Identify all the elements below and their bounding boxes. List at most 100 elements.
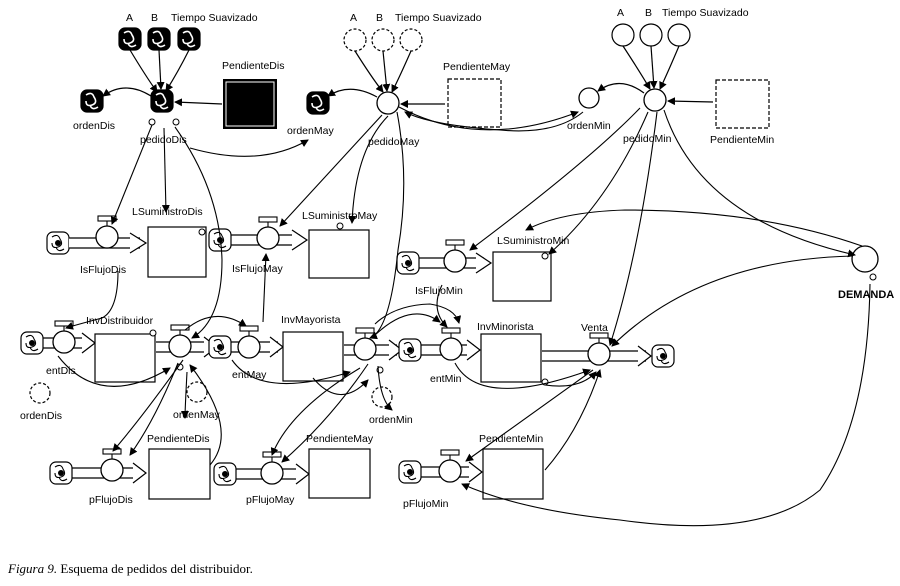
label-ent-min: entMin [430, 373, 462, 385]
label-b-dis: B [151, 12, 158, 24]
salida-may-valve-icon [353, 327, 377, 361]
label-b-may: B [376, 12, 383, 24]
inv-mayorista-stock [282, 331, 344, 382]
pendiente-may-stock [308, 448, 371, 499]
minorista-order-group: A B Tiempo Suavizado ordenMin pedidoMin … [567, 7, 774, 146]
isflujo-dis-source-icon [46, 231, 70, 255]
label-tiempo-min: Tiempo Suavizado [662, 7, 749, 19]
aux-b-dis-icon [147, 27, 171, 51]
venta-valve-icon [587, 332, 611, 366]
aux-b-may [371, 28, 395, 52]
label-a-dis: A [126, 12, 133, 24]
label-pendiente-dis-top: PendienteDis [222, 60, 284, 72]
isflujo-may-valve-icon [256, 216, 280, 250]
aux-b-min [639, 23, 663, 47]
pflujo-min-source-icon [398, 460, 422, 484]
label-pedido-dis: pedidoDis [140, 134, 187, 146]
figure-caption: Figura 9. Esquema de pedidos del distrib… [8, 561, 253, 577]
lsuministro-may-stock [308, 229, 370, 279]
label-orden-may-ghost: ordenMay [173, 409, 220, 421]
may-sink-icon [398, 338, 422, 362]
lsuministro-min-stock [492, 251, 552, 302]
stock-flow-diagram: A B Tiempo Suavizado ordenDis pedidoDis … [20, 7, 894, 527]
pending-row: pFlujoDis PendienteDis pFlujoMay Pendien… [49, 433, 544, 510]
label-pflujo-min: pFlujoMin [403, 498, 449, 510]
orden-may-node-icon [306, 91, 330, 115]
pendiente-min-stock [482, 448, 544, 500]
pflujo-dis-source-icon [49, 461, 73, 485]
orden-min-ghost [371, 386, 393, 408]
supply-row: IsFlujoDis LSuministroDis IsFlujoMay LSu… [46, 206, 570, 302]
isflujo-dis-valve-icon [95, 215, 119, 249]
pedido-dis-node-icon [150, 89, 174, 113]
aux-a-min [611, 23, 635, 47]
label-pendiente-dis: PendienteDis [147, 433, 209, 445]
label-demanda: DEMANDA [838, 289, 894, 301]
label-lsuministro-may: LSuministroMay [302, 210, 378, 222]
label-isflujo-may: IsFlujoMay [232, 263, 284, 275]
label-pflujo-may: pFlujoMay [246, 494, 295, 506]
dis-sink-icon [208, 335, 232, 359]
orden-min-node [578, 87, 600, 109]
salida-dis-valve-icon [168, 324, 192, 358]
pflujo-dis-valve-icon [100, 448, 124, 482]
isflujo-min-valve-icon [443, 239, 467, 273]
label-orden-min: ordenMin [567, 120, 611, 132]
caption-text: Esquema de pedidos del distribuidor. [60, 561, 253, 576]
inventory-row: entDis InvDistribuidor entMay InvMayoris… [20, 245, 894, 426]
pflujo-min-valve-icon [438, 449, 462, 483]
aux-tiempo-may [399, 28, 423, 52]
label-pedido-may: pedidoMay [368, 136, 420, 148]
inv-distribuidor-stock [94, 333, 156, 383]
pendiente-dis-top-box [223, 79, 277, 129]
orden-may-ghost [186, 381, 208, 403]
pendiente-may-top-box [447, 78, 502, 128]
orden-dis-node-icon [80, 89, 104, 113]
caption-figure-number: Figura 9. [8, 561, 58, 576]
ent-may-valve-icon [237, 325, 261, 359]
label-orden-dis-ghost: ordenDis [20, 410, 62, 422]
label-a-may: A [350, 12, 357, 24]
mayorista-order-group: A B Tiempo Suavizado ordenMay pedidoMay … [287, 12, 511, 148]
label-pflujo-dis: pFlujoDis [89, 494, 133, 506]
label-orden-may: ordenMay [287, 125, 334, 137]
label-pedido-min: pedidoMin [623, 133, 672, 145]
label-pendiente-min: PendienteMin [479, 433, 543, 445]
label-a-min: A [617, 7, 624, 19]
aux-tiempo-min [667, 23, 691, 47]
label-inv-distribuidor: InvDistribuidor [86, 315, 154, 327]
label-venta: Venta [581, 322, 608, 334]
pendiente-min-top-box [715, 79, 770, 129]
label-lsuministro-dis: LSuministroDis [132, 206, 203, 218]
demanda-node [851, 245, 879, 273]
pflujo-may-source-icon [213, 462, 237, 486]
label-pendiente-may-top: PendienteMay [443, 61, 511, 73]
venta-sink-icon [651, 344, 675, 368]
aux-a-may [343, 28, 367, 52]
distribuidor-order-group: A B Tiempo Suavizado ordenDis pedidoDis … [73, 12, 284, 146]
pflujo-may-valve-icon [260, 451, 284, 485]
label-isflujo-dis: IsFlujoDis [80, 264, 126, 276]
aux-tiempo-dis-icon [177, 27, 201, 51]
label-pendiente-min-top: PendienteMin [710, 134, 774, 146]
pedido-may-node [376, 91, 400, 115]
label-tiempo-dis: Tiempo Suavizado [171, 12, 258, 24]
label-orden-dis: ordenDis [73, 120, 115, 132]
aux-a-dis-icon [118, 27, 142, 51]
ent-dis-source-icon [20, 331, 44, 355]
label-tiempo-may: Tiempo Suavizado [395, 12, 482, 24]
orden-dis-ghost [29, 382, 51, 404]
label-orden-min-ghost: ordenMin [369, 414, 413, 426]
label-inv-minorista: InvMinorista [477, 321, 534, 333]
inv-minorista-stock [480, 333, 542, 383]
ent-min-valve-icon [439, 327, 463, 361]
pendiente-dis-stock [148, 448, 211, 500]
label-b-min: B [645, 7, 652, 19]
label-lsuministro-min: LSuministroMin [497, 235, 570, 247]
isflujo-min-source-icon [396, 251, 420, 275]
label-inv-mayorista: InvMayorista [281, 314, 341, 326]
pedido-min-node [643, 88, 667, 112]
label-pendiente-may: PendienteMay [306, 433, 374, 445]
lsuministro-dis-stock [147, 226, 207, 278]
label-ent-dis: entDis [46, 365, 76, 377]
